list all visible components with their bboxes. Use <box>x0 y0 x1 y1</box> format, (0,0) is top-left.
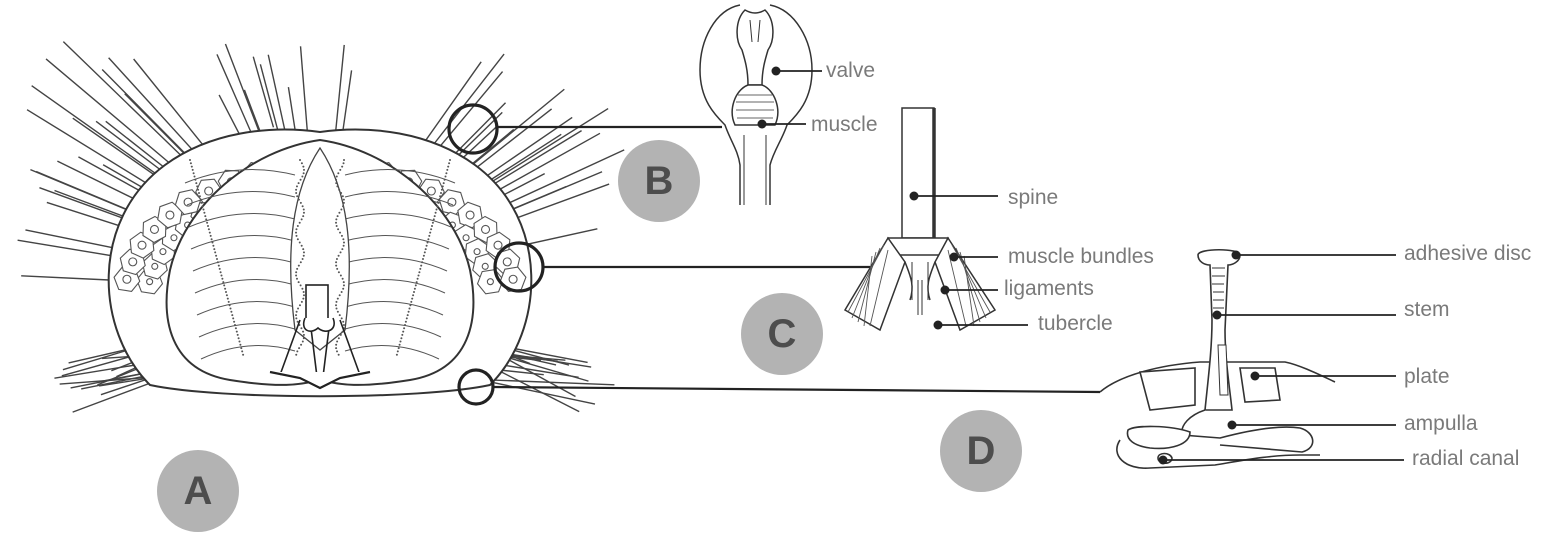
label-muscle: muscle <box>811 113 878 136</box>
label-muscle-bundles: muscle bundles <box>1008 245 1154 268</box>
connector-lines <box>492 125 1101 394</box>
urchin-ambulacra <box>184 169 456 360</box>
label-tubercle: tubercle <box>1038 312 1113 335</box>
badge-d: D <box>940 410 1022 492</box>
label-adhesive-disc: adhesive disc <box>1404 242 1532 265</box>
badge-b: B <box>618 140 700 222</box>
label-valve: valve <box>826 59 876 82</box>
urchin-illustration <box>17 41 625 413</box>
leader-lines <box>762 70 1404 461</box>
label-stem: stem <box>1404 298 1450 321</box>
label-spine: spine <box>1008 186 1059 209</box>
pedicellaria-illustration <box>699 4 813 205</box>
label-ampulla: ampulla <box>1404 412 1478 435</box>
label-plate: plate <box>1404 365 1450 388</box>
label-radial-canal: radial canal <box>1412 447 1520 470</box>
badge-c: C <box>741 293 823 375</box>
label-ligaments: ligaments <box>1004 277 1094 300</box>
tube-foot-illustration <box>1099 248 1336 469</box>
aristotle-lantern <box>269 284 371 390</box>
urchin-pores <box>189 159 451 356</box>
spine-illustration <box>843 107 997 332</box>
leader-dots <box>757 66 1260 465</box>
circle-b <box>447 103 499 155</box>
badge-a: A <box>157 450 239 532</box>
